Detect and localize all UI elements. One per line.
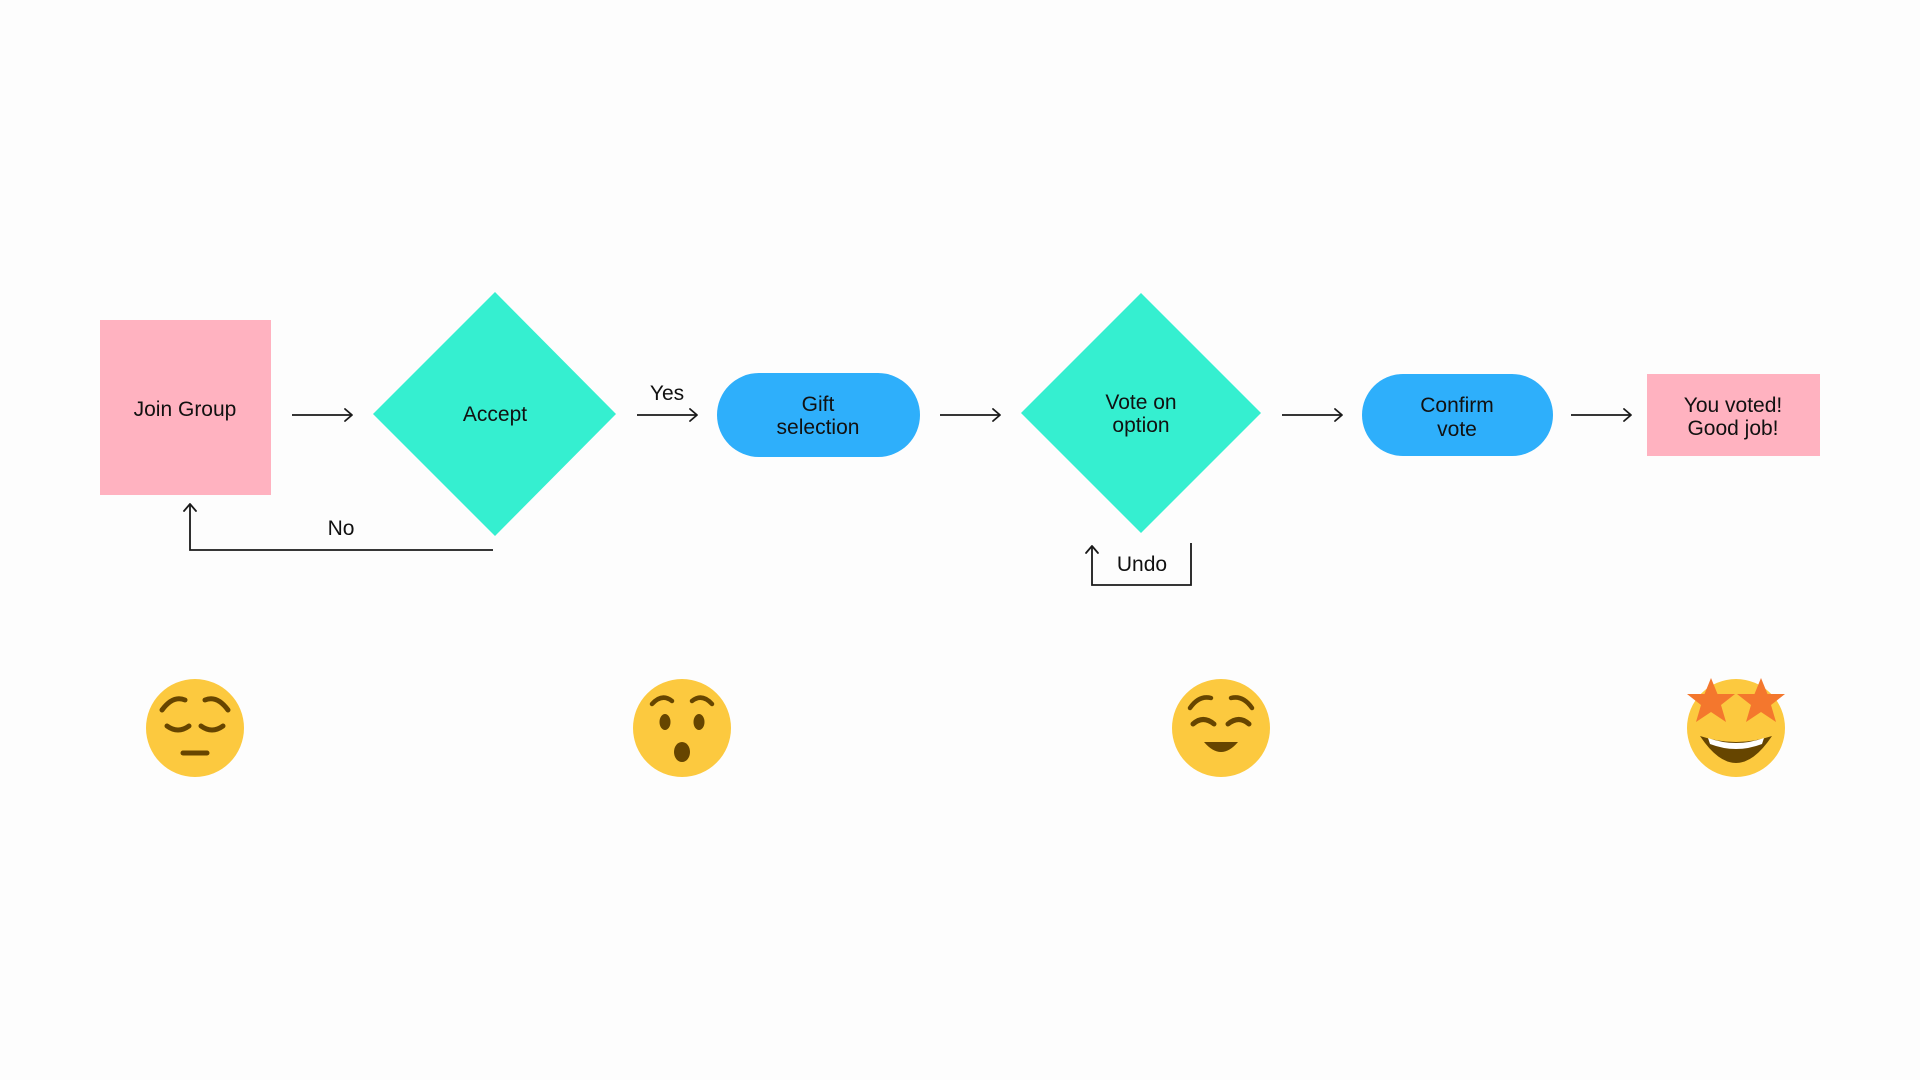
node-gift-selection[interactable]: Gift selection <box>717 373 920 457</box>
node-join-group[interactable]: Join Group <box>100 320 271 495</box>
node-accept[interactable]: Accept <box>373 292 616 536</box>
edge-vote-to-confirm <box>1282 408 1343 422</box>
edge-vote-undo-loop: Undo <box>1085 543 1192 586</box>
join-group-label: Join Group <box>134 398 237 421</box>
you-voted-label-line2: Good job! <box>1687 417 1778 440</box>
arrowhead-icon <box>183 503 197 512</box>
edge-gift-to-vote <box>940 408 1001 422</box>
confirm-vote-label-line2: vote <box>1437 418 1477 441</box>
edge-join-to-accept <box>292 408 353 422</box>
edge-label-undo: Undo <box>1117 553 1167 576</box>
you-voted-label-line1: You voted! <box>1684 394 1782 417</box>
vote-on-option-label-line2: option <box>1112 414 1169 437</box>
arrowhead-icon <box>1085 545 1099 554</box>
edge-accept-yes: Yes <box>637 382 698 422</box>
gift-selection-label-line1: Gift <box>802 393 835 416</box>
node-confirm-vote[interactable]: Confirm vote <box>1362 374 1553 456</box>
arrowhead-icon <box>1623 408 1632 422</box>
star-struck-face-icon <box>1687 678 1785 777</box>
edge-label-no: No <box>328 517 355 540</box>
accept-diamond <box>373 292 616 536</box>
edge-label-yes: Yes <box>650 382 684 405</box>
relieved-face-icon <box>1172 679 1270 777</box>
confirm-vote-pill <box>1362 374 1553 456</box>
gift-selection-label-line2: selection <box>777 416 860 439</box>
confirm-vote-label-line1: Confirm <box>1420 394 1494 417</box>
vote-on-option-label-line1: Vote on <box>1105 391 1176 414</box>
node-you-voted[interactable]: You voted! Good job! <box>1647 374 1820 456</box>
edge-confirm-to-voted <box>1571 408 1632 422</box>
arrowhead-icon <box>992 408 1001 422</box>
join-group-box <box>100 320 271 495</box>
gift-selection-pill <box>717 373 920 457</box>
you-voted-box <box>1647 374 1820 456</box>
accept-label: Accept <box>463 403 527 426</box>
arrowhead-icon <box>689 408 698 422</box>
vote-on-option-diamond <box>1021 293 1261 533</box>
arrowhead-icon <box>344 408 353 422</box>
node-vote-on-option[interactable]: Vote on option <box>1021 293 1261 533</box>
arrowhead-icon <box>1334 408 1343 422</box>
hushed-face-icon <box>633 679 731 777</box>
edge-accept-no-loop: No <box>183 503 493 551</box>
pensive-face-icon <box>146 679 244 777</box>
